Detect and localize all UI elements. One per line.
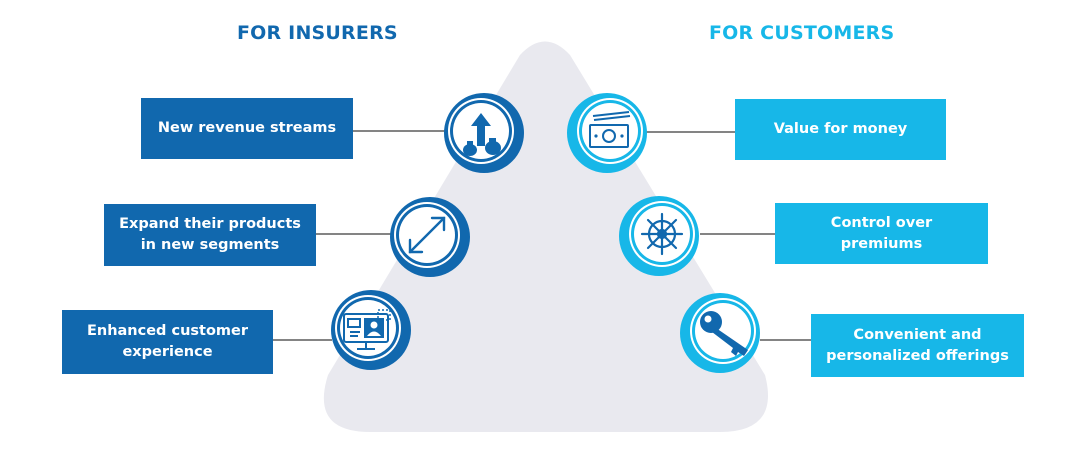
diagonal-expand-arrow-icon [390,197,470,277]
banknote-icon [567,93,647,173]
central-triangle [323,41,768,432]
monitor-user-profile-icon [331,290,411,370]
key-icon [680,293,760,373]
insurer-benefit-experience: Enhanced customer experience [62,310,273,374]
benefit-label: Enhanced customer experience [86,323,249,360]
customer-benefit-offerings: Convenient and personalized offerings [811,314,1024,377]
benefit-label: Expand their products in new segments [119,216,301,253]
benefit-label: Control over premiums [830,214,933,252]
insurer-benefit-revenue: New revenue streams [141,98,353,159]
money-bags-up-arrow-icon [444,93,524,173]
customer-benefit-value: Value for money [735,99,946,160]
benefit-label: Value for money [773,121,908,137]
ship-wheel-icon [619,196,699,276]
benefit-label: New revenue streams [157,120,337,136]
insurer-benefit-expand: Expand their products in new segments [104,204,316,266]
benefit-label: Convenient and personalized offerings [826,326,1009,364]
customer-benefit-control: Control over premiums [775,203,988,264]
customers-heading: FOR CUSTOMERS [709,22,895,44]
insurers-heading: FOR INSURERS [237,22,398,44]
